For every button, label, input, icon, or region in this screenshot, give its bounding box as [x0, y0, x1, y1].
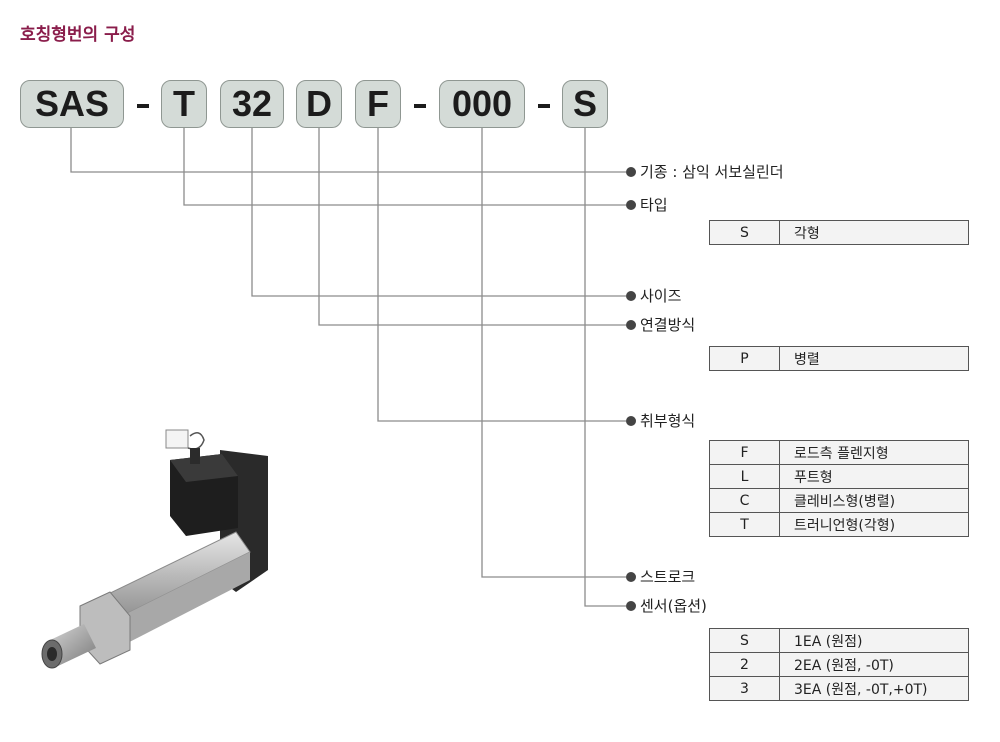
table-row: L 푸트형: [709, 464, 969, 489]
table-row: S 각형: [709, 220, 969, 245]
bullet-dot: [626, 167, 636, 177]
connector-plug: [165, 429, 189, 449]
option-code: S: [709, 220, 780, 245]
code-segment-type: T: [161, 80, 207, 128]
table-row: S 1EA (원점): [709, 628, 969, 653]
code-segment-connection: D: [296, 80, 342, 128]
label-stroke: 스트로크: [640, 568, 696, 586]
code-segment-stroke: 000: [439, 80, 525, 128]
bullet-dot: [626, 601, 636, 611]
label-size: 사이즈: [640, 287, 682, 305]
table-row: F 로드측 플렌지형: [709, 440, 969, 465]
connector-series: [70, 128, 626, 173]
label-sensor: 센서(옵션): [640, 597, 707, 615]
code-segment-mounting: F: [355, 80, 401, 128]
label-mounting: 취부형식: [640, 412, 696, 430]
label-connection: 연결방식: [640, 316, 696, 334]
connection-table: P 병렬: [709, 346, 969, 371]
option-code: S: [709, 628, 780, 653]
option-desc: 각형: [779, 220, 969, 245]
connector-connection: [318, 128, 626, 326]
cable: [187, 432, 205, 450]
bullet-dot: [626, 291, 636, 301]
bullet-dot: [626, 200, 636, 210]
option-desc: 푸트형: [779, 464, 969, 489]
code-dash: [137, 104, 149, 108]
connector-size: [251, 128, 626, 297]
code-segment-sensor: S: [562, 80, 608, 128]
option-desc: 클레비스형(병렬): [779, 488, 969, 513]
label-series: 기종 : 삼익 서보실린더: [640, 163, 784, 181]
sensor-table: S 1EA (원점) 2 2EA (원점, -0T) 3 3EA (원점, -0…: [709, 628, 969, 701]
servo-cylinder-image: [41, 429, 268, 669]
connector-type: [183, 128, 626, 206]
option-desc: 2EA (원점, -0T): [779, 652, 969, 677]
option-desc: 트러니언형(각형): [779, 512, 969, 537]
option-code: P: [709, 346, 780, 371]
code-dash: [538, 104, 550, 108]
option-desc: 1EA (원점): [779, 628, 969, 653]
table-row: 3 3EA (원점, -0T,+0T): [709, 676, 969, 701]
connector-stroke: [481, 128, 626, 578]
option-desc: 로드측 플렌지형: [779, 440, 969, 465]
option-code: C: [709, 488, 780, 513]
code-segment-series: SAS: [20, 80, 124, 128]
table-row: 2 2EA (원점, -0T): [709, 652, 969, 677]
bullet-dot: [626, 320, 636, 330]
option-code: T: [709, 512, 780, 537]
option-code: L: [709, 464, 780, 489]
code-dash: [414, 104, 426, 108]
option-code: 3: [709, 676, 780, 701]
type-table: S 각형: [709, 220, 969, 245]
table-row: P 병렬: [709, 346, 969, 371]
option-desc: 3EA (원점, -0T,+0T): [779, 676, 969, 701]
table-row: T 트러니언형(각형): [709, 512, 969, 537]
bullet-dot: [626, 416, 636, 426]
bullet-dot: [626, 572, 636, 582]
code-segment-size: 32: [220, 80, 284, 128]
option-desc: 병렬: [779, 346, 969, 371]
mounting-table: F 로드측 플렌지형 L 푸트형 C 클레비스형(병렬) T 트러니언형(각형): [709, 440, 969, 537]
label-type: 타입: [640, 196, 668, 214]
connector-sensor: [584, 128, 626, 607]
option-code: 2: [709, 652, 780, 677]
table-row: C 클레비스형(병렬): [709, 488, 969, 513]
option-code: F: [709, 440, 780, 465]
connector-mounting: [377, 128, 626, 422]
page-title: 호칭형번의 구성: [20, 25, 136, 45]
